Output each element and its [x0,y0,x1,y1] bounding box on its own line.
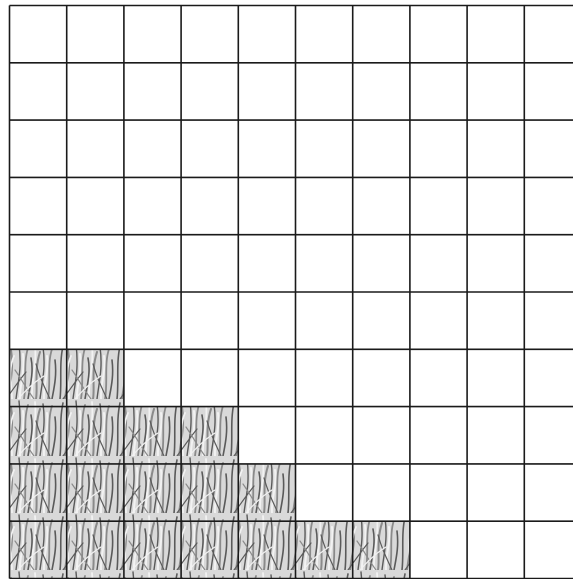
grass-cell [124,407,181,464]
grass-cell [10,521,67,578]
grass-cell [238,464,295,521]
grass-cell [181,407,238,464]
grass-cell [181,464,238,521]
grass-cell [124,464,181,521]
grass-cell [10,349,67,406]
grass-cell [10,464,67,521]
grass-cell [67,407,124,464]
grass-cell [124,521,181,578]
grass-cell [296,521,353,578]
grass-cell [181,521,238,578]
grass-cell [67,521,124,578]
grass-cell [353,521,410,578]
grass-cell [10,407,67,464]
grass-cell [238,521,295,578]
grass-cell [67,464,124,521]
grass-cell [67,349,124,406]
